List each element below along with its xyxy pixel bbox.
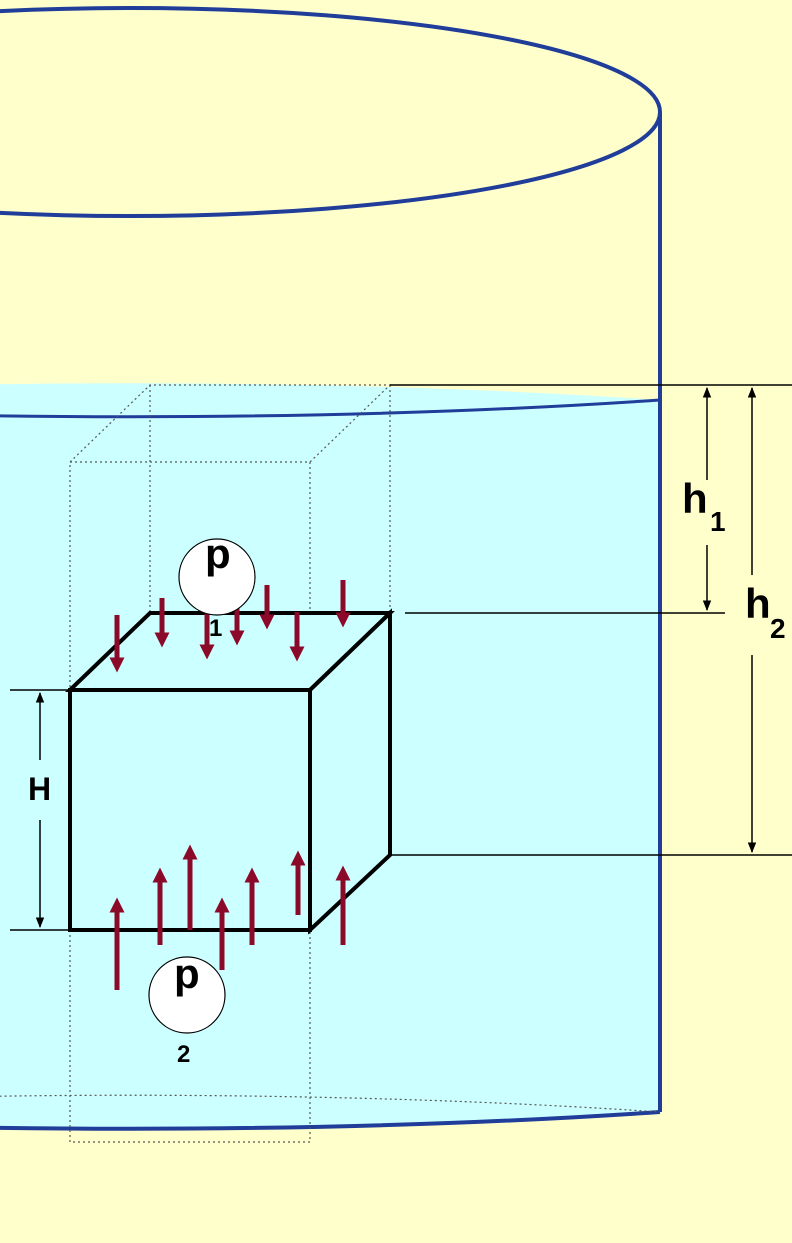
h1-label: h	[682, 475, 708, 522]
p1-subscript: 1	[209, 615, 222, 642]
vessel-bottom-front	[0, 1110, 661, 1131]
water-surface-edge	[0, 398, 661, 419]
h2-label: h	[745, 580, 771, 627]
p1-label: p	[205, 530, 231, 577]
h1-subscript: 1	[710, 506, 726, 537]
vessel-top-rim	[0, 6, 662, 218]
h2-subscript: 2	[770, 613, 786, 644]
pressure-arrows-bottom	[109, 844, 351, 990]
p2-circle	[148, 956, 226, 1034]
p1-circle	[178, 538, 256, 616]
reference-lines	[10, 384, 792, 931]
dimension-arrows	[35, 386, 757, 929]
pressure-arrows-top	[109, 580, 351, 673]
p2-subscript: 2	[177, 1041, 190, 1068]
vessel-bottom-back	[0, 1094, 661, 1113]
H-label: H	[28, 771, 51, 807]
p2-label: p	[174, 950, 200, 997]
